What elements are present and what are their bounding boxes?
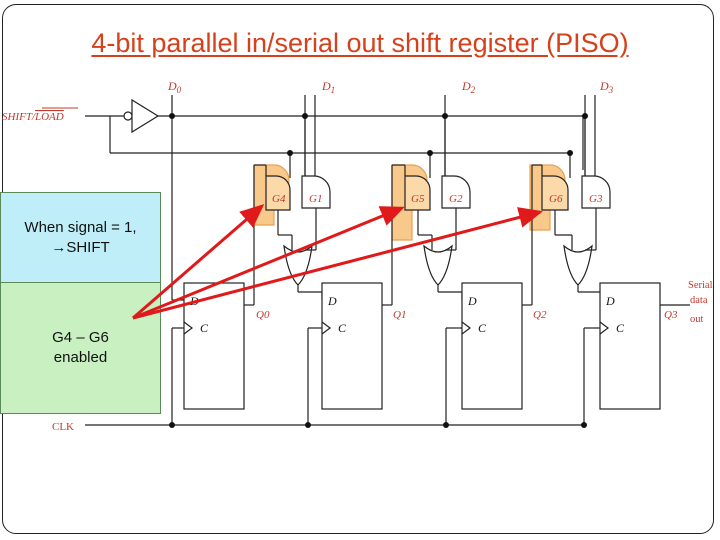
ff2-c: C — [478, 321, 487, 335]
serial-out-line-2: data — [690, 295, 708, 306]
label-shift-load: SHIFT/LOAD — [2, 111, 64, 123]
callout-line-4: enabled — [53, 349, 108, 366]
label-q0: Q0 — [256, 309, 270, 321]
inverter-bubble — [123, 111, 133, 121]
ff1-d: D — [327, 294, 337, 308]
label-g6: G6 — [549, 193, 563, 205]
label-d1: D1 — [321, 79, 335, 95]
label-d0: D0 — [167, 79, 182, 95]
callout-line-1: When signal = 1, — [24, 218, 137, 236]
gate-g4 — [265, 175, 291, 211]
callout-line-2: →SHIFT — [51, 238, 110, 256]
ff2-d: D — [467, 294, 477, 308]
or-gate-1 — [283, 244, 313, 286]
label-clk: CLK — [52, 421, 74, 433]
callout-shift-condition: When signal = 1, →SHIFT — [0, 192, 161, 283]
ff3-c: C — [616, 321, 625, 335]
label-g2: G2 — [449, 193, 463, 205]
ff0-d: D — [189, 294, 199, 308]
gate-g6 — [541, 175, 569, 211]
callout-line-3: G4 – G6 — [52, 329, 109, 346]
gate-g3 — [581, 175, 611, 209]
label-g3: G3 — [589, 193, 603, 205]
inverter-buffer — [131, 98, 160, 134]
ff3-d: D — [605, 294, 615, 308]
gate-g1 — [301, 175, 331, 209]
flipflop-3 — [599, 282, 661, 410]
label-g4: G4 — [272, 193, 286, 205]
label-q3: Q3 — [664, 309, 678, 321]
label-g1: G1 — [309, 193, 322, 205]
callout-gates-enabled: G4 – G6 enabled — [0, 283, 161, 414]
gate-g5 — [404, 175, 431, 211]
serial-out-line-1: Serial — [688, 280, 713, 291]
or-gate-2 — [423, 244, 453, 286]
label-g5: G5 — [411, 193, 425, 205]
label-d2: D2 — [461, 79, 476, 95]
slide-title: 4-bit parallel in/serial out shift regis… — [91, 28, 629, 58]
ff0-c: C — [200, 321, 209, 335]
label-q2: Q2 — [533, 309, 547, 321]
ff1-c: C — [338, 321, 347, 335]
gate-g2 — [441, 175, 471, 209]
or-gate-3 — [563, 244, 593, 286]
label-q1: Q1 — [393, 309, 406, 321]
serial-out-line-3: out — [690, 314, 704, 325]
label-d3: D3 — [599, 79, 614, 95]
